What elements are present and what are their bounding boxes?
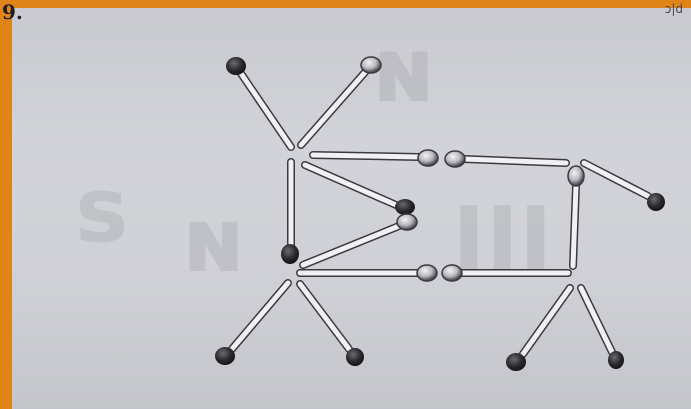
match-head [215, 347, 235, 365]
match-back-leg-right [581, 288, 624, 369]
match-head [506, 353, 526, 371]
match-body-bottom-left [300, 265, 437, 281]
match-antenna-left [226, 57, 291, 147]
match-head [608, 351, 624, 369]
match-head [395, 199, 415, 215]
match-antenna-right [301, 57, 381, 145]
match-back-leg-left [506, 288, 570, 371]
match-head [445, 151, 465, 167]
match-head [568, 166, 584, 186]
match-front-leg-right [300, 284, 364, 366]
match-face-upper-diagonal [305, 165, 415, 215]
match-head [346, 348, 364, 366]
match-body-right-vertical [568, 166, 584, 266]
match-face-lower-diagonal [303, 214, 417, 265]
match-head [418, 150, 438, 166]
match-body-bottom-right [442, 265, 568, 281]
match-front-leg-left [215, 283, 288, 365]
match-body-top-left [313, 150, 438, 166]
match-head [361, 57, 381, 73]
match-head [417, 265, 437, 281]
match-head [281, 244, 299, 264]
match-head-vertical [281, 162, 299, 264]
match-body-top-right [445, 151, 566, 167]
match-head [226, 57, 246, 75]
match-head [442, 265, 462, 281]
match-head [647, 193, 665, 211]
match-head [397, 214, 417, 230]
match-tail [584, 163, 665, 211]
